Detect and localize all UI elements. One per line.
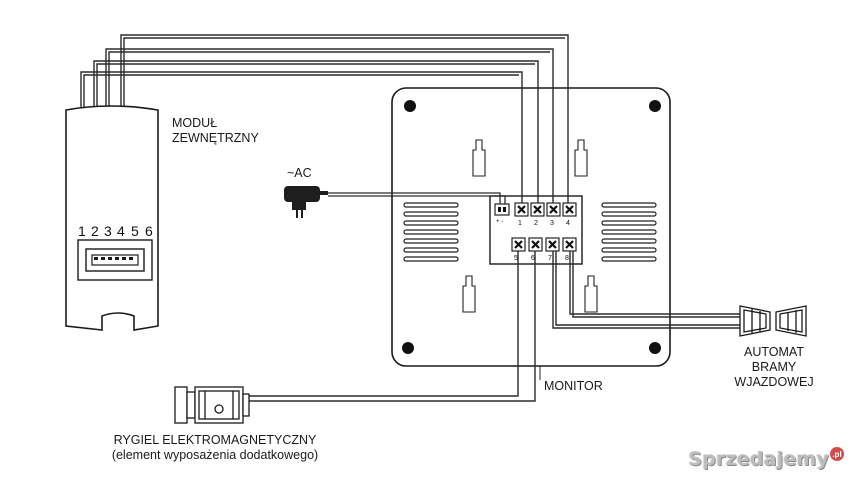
pin-number: 5	[131, 223, 139, 239]
screw-hole	[649, 342, 661, 354]
hook-top-right	[574, 139, 588, 177]
gate-label-line3: WJAZDOWEJ	[734, 375, 814, 389]
screw-hole	[649, 100, 661, 112]
pin-number: 3	[104, 223, 112, 239]
lock-label: RYGIEL ELEKTROMAGNETYCZNY (element wypos…	[80, 433, 350, 463]
outdoor-module-label-line2: ZEWNĘTRZNY	[172, 131, 259, 145]
lock-wires	[248, 251, 536, 402]
terminal-number: 5	[514, 255, 518, 262]
watermark: Sprzedajemy .pl	[688, 447, 844, 470]
screw-hole	[404, 100, 416, 112]
terminal-number: 1	[518, 220, 522, 227]
gate-label: AUTOMAT BRAMY WJAZDOWEJ	[726, 345, 822, 390]
electromagnetic-lock	[174, 386, 250, 424]
outdoor-module-label: MODUŁ ZEWNĘTRZNY	[172, 116, 259, 146]
hook-bottom-right	[584, 275, 598, 313]
power-adapter	[284, 186, 506, 218]
outdoor-module	[65, 105, 159, 331]
watermark-text: Sprzedajemy	[688, 448, 829, 470]
pin-number: 2	[91, 223, 99, 239]
module-pin-numbers: 1 2 3 4 5 6	[78, 223, 153, 239]
monitor-label: MONITOR	[544, 379, 603, 393]
terminal-screw	[562, 237, 577, 252]
terminal-number: 8	[565, 255, 569, 262]
pin-number: 1	[78, 223, 86, 239]
terminal-screw	[546, 202, 561, 217]
terminal-number: 4	[566, 220, 570, 227]
terminal-screw	[511, 237, 526, 252]
monitor-unit: + - 1 2 3 4	[391, 87, 671, 367]
left-vent	[403, 202, 459, 262]
outdoor-module-label-line1: MODUŁ	[172, 116, 218, 130]
terminal-number: 6	[531, 255, 535, 262]
power-terminal-marks: + -	[496, 219, 503, 225]
terminal-number: 7	[548, 255, 552, 262]
terminal-number: 3	[550, 220, 554, 227]
gate-label-line1: AUTOMAT	[744, 345, 804, 359]
mounting-hooks	[462, 139, 598, 313]
watermark-badge: .pl	[830, 447, 844, 461]
terminal-number: 2	[534, 220, 538, 227]
power-label: ~AC	[287, 166, 312, 180]
terminals-bottom	[511, 237, 577, 252]
right-vent	[601, 202, 657, 262]
terminal-drops	[521, 88, 569, 203]
screw-hole	[402, 342, 414, 354]
power-terminal	[494, 203, 510, 216]
gate-connector	[739, 305, 807, 337]
hook-top-left	[472, 139, 486, 177]
terminal-screw	[545, 237, 560, 252]
terminals-top	[514, 202, 577, 217]
lock-label-line1: RYGIEL ELEKTROMAGNETYCZNY	[113, 433, 317, 447]
terminal-screw	[514, 202, 529, 217]
terminal-screw	[528, 237, 543, 252]
gate-label-line2: BRAMY	[751, 360, 797, 374]
hook-bottom-left	[462, 275, 476, 313]
pin-number: 4	[117, 223, 125, 239]
terminal-screw	[562, 202, 577, 217]
pin-number: 6	[145, 223, 153, 239]
gate-wires	[552, 251, 740, 329]
terminal-screw	[530, 202, 545, 217]
lock-label-line2: (element wyposażenia dodatkowego)	[111, 448, 319, 462]
